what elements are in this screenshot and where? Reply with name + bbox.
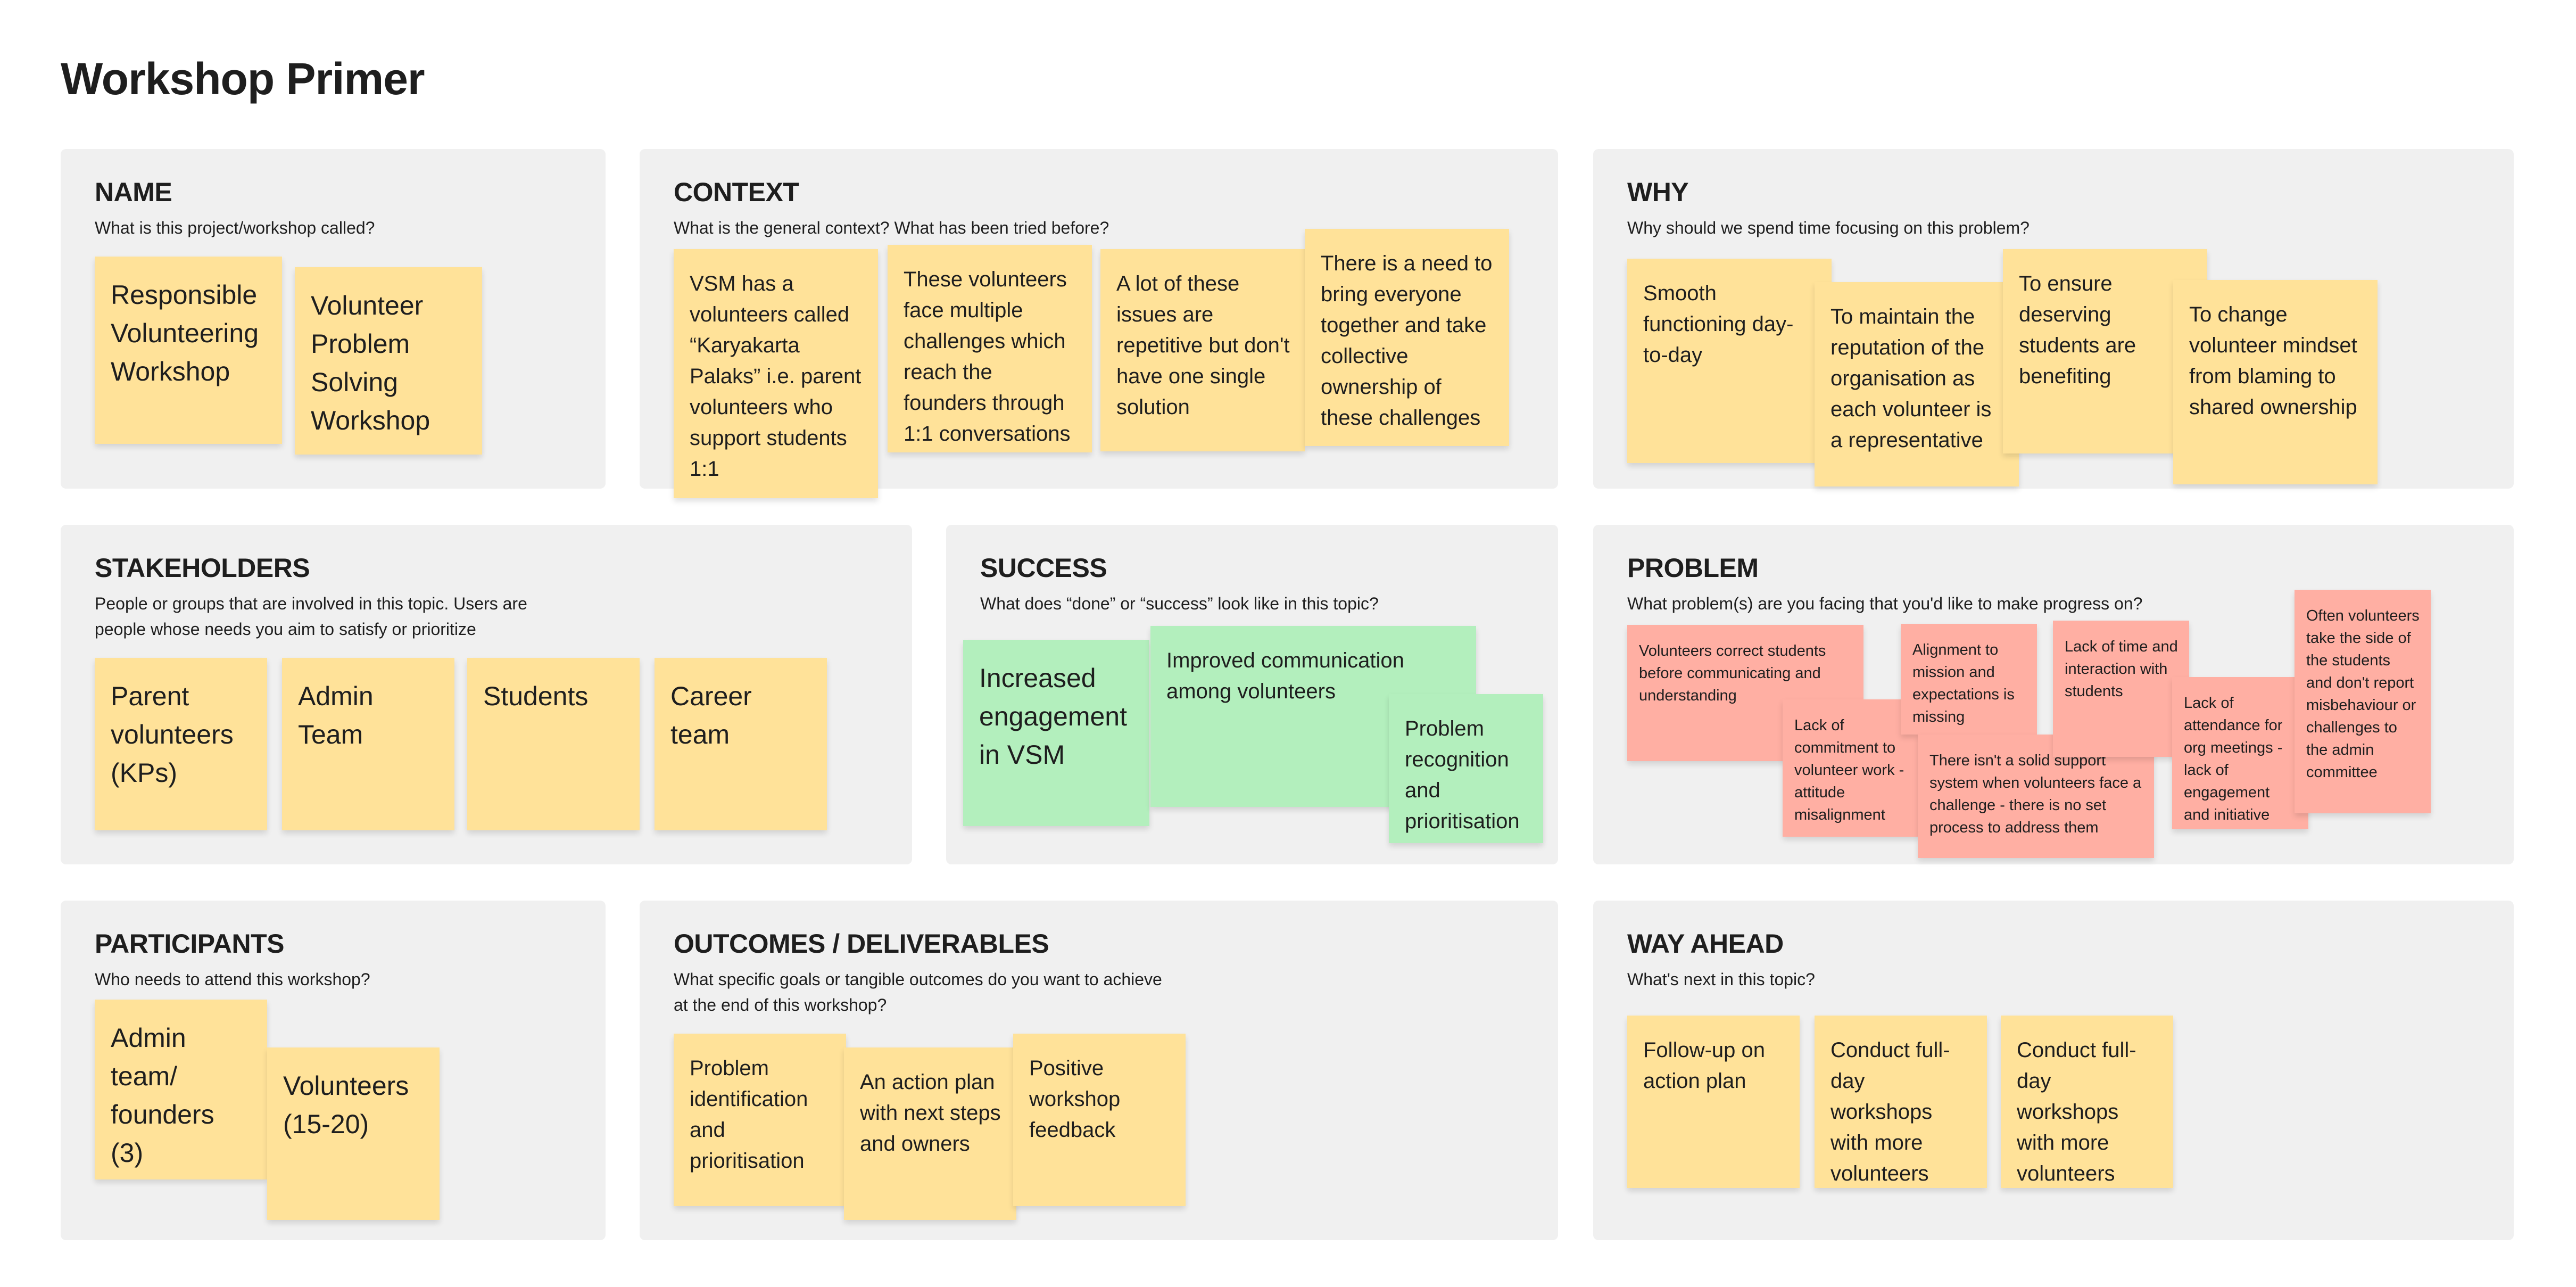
section-subtitle: What problem(s) are you facing that you'… — [1627, 594, 2143, 613]
section-subtitle: Why should we spend time focusing on thi… — [1627, 218, 2030, 237]
section-way-ahead[interactable]: WAY AHEAD What's next in this topic? Fol… — [1593, 901, 2514, 1240]
sticky-note[interactable]: Increased engagement in VSM — [963, 640, 1149, 826]
sticky-note[interactable]: There isn't a solid support system when … — [1918, 735, 2154, 858]
sticky-note[interactable]: To maintain the reputation of the organi… — [1815, 282, 2019, 486]
section-stakeholders[interactable]: STAKEHOLDERS People or groups that are i… — [61, 525, 912, 864]
section-subtitle: People or groups that are involved in th… — [95, 594, 527, 639]
sticky-note[interactable]: Lack of time and interaction with studen… — [2053, 621, 2189, 757]
sticky-note[interactable]: Problem identification and prioritisatio… — [674, 1034, 846, 1206]
section-title: NAME — [95, 177, 172, 207]
sticky-note[interactable]: Admin Team — [282, 658, 454, 830]
section-title: PROBLEM — [1627, 553, 1759, 583]
section-subtitle: What is this project/workshop called? — [95, 218, 375, 237]
section-title: CONTEXT — [674, 177, 799, 207]
section-context[interactable]: CONTEXT What is the general context? Wha… — [640, 149, 1558, 498]
sticky-note[interactable]: Often volunteers take the side of the st… — [2295, 590, 2431, 813]
section-why[interactable]: WHY Why should we spend time focusing on… — [1593, 149, 2514, 489]
section-title: STAKEHOLDERS — [95, 553, 310, 583]
section-name[interactable]: NAME What is this project/workshop calle… — [61, 149, 606, 489]
section-title: OUTCOMES / DELIVERABLES — [674, 929, 1049, 959]
page-title: Workshop Primer — [61, 54, 425, 104]
sticky-note[interactable]: Admin team/ founders (3) — [95, 1000, 267, 1179]
section-subtitle: Who needs to attend this workshop? — [95, 970, 370, 989]
sticky-note[interactable]: Volunteers (15-20) — [267, 1047, 440, 1220]
sticky-note[interactable]: A lot of these issues are repetitive but… — [1100, 249, 1305, 451]
section-title: PARTICIPANTS — [95, 929, 285, 959]
sticky-note[interactable]: Positive workshop feedback — [1013, 1034, 1186, 1206]
section-title: SUCCESS — [980, 553, 1107, 583]
section-title: WAY AHEAD — [1627, 929, 1784, 959]
sticky-note[interactable]: Lack of attendance for org meetings - la… — [2172, 677, 2308, 829]
section-success[interactable]: SUCCESS What does “done” or “success” lo… — [946, 525, 1558, 864]
sticky-note[interactable]: Career team — [655, 658, 827, 830]
sticky-note[interactable]: Lack of commitment to volunteer work - a… — [1783, 699, 1920, 837]
sticky-note[interactable]: There is a need to bring everyone togeth… — [1305, 229, 1509, 446]
section-subtitle: What specific goals or tangible outcomes… — [674, 970, 1162, 1014]
sticky-note[interactable]: Students — [467, 658, 640, 830]
sticky-note[interactable]: Responsible Volunteering Workshop — [95, 257, 282, 444]
section-subtitle: What's next in this topic? — [1627, 970, 1815, 989]
section-title: WHY — [1627, 177, 1689, 207]
sticky-note[interactable]: Conduct full-day workshops with more vol… — [2001, 1016, 2173, 1188]
sticky-note[interactable]: Conduct full-day workshops with more vol… — [1815, 1016, 1987, 1188]
sticky-note[interactable]: Alignment to mission and expectations is… — [1901, 624, 2037, 735]
sticky-note[interactable]: Parent volunteers (KPs) — [95, 658, 267, 830]
sticky-note[interactable]: Problem recognition and prioritisation — [1389, 694, 1543, 843]
section-participants[interactable]: PARTICIPANTS Who needs to attend this wo… — [61, 901, 606, 1240]
sticky-note[interactable]: To change volunteer mindset from blaming… — [2173, 280, 2378, 484]
section-subtitle: What does “done” or “success” look like … — [980, 594, 1379, 613]
section-problem[interactable]: PROBLEM What problem(s) are you facing t… — [1593, 525, 2514, 864]
sticky-note[interactable]: These volunteers face multiple challenge… — [888, 245, 1092, 452]
sticky-note[interactable]: Smooth functioning day-to-day — [1627, 259, 1832, 463]
sticky-note[interactable]: An action plan with next steps and owner… — [844, 1047, 1016, 1220]
section-outcomes[interactable]: OUTCOMES / DELIVERABLES What specific go… — [640, 901, 1558, 1240]
sticky-note[interactable]: VSM has a volunteers called “Karyakarta … — [674, 249, 878, 498]
sticky-note[interactable]: Volunteer Problem Solving Workshop — [295, 267, 482, 455]
sticky-note[interactable]: Follow-up on action plan — [1627, 1016, 1800, 1188]
section-subtitle: What is the general context? What has be… — [674, 218, 1109, 237]
